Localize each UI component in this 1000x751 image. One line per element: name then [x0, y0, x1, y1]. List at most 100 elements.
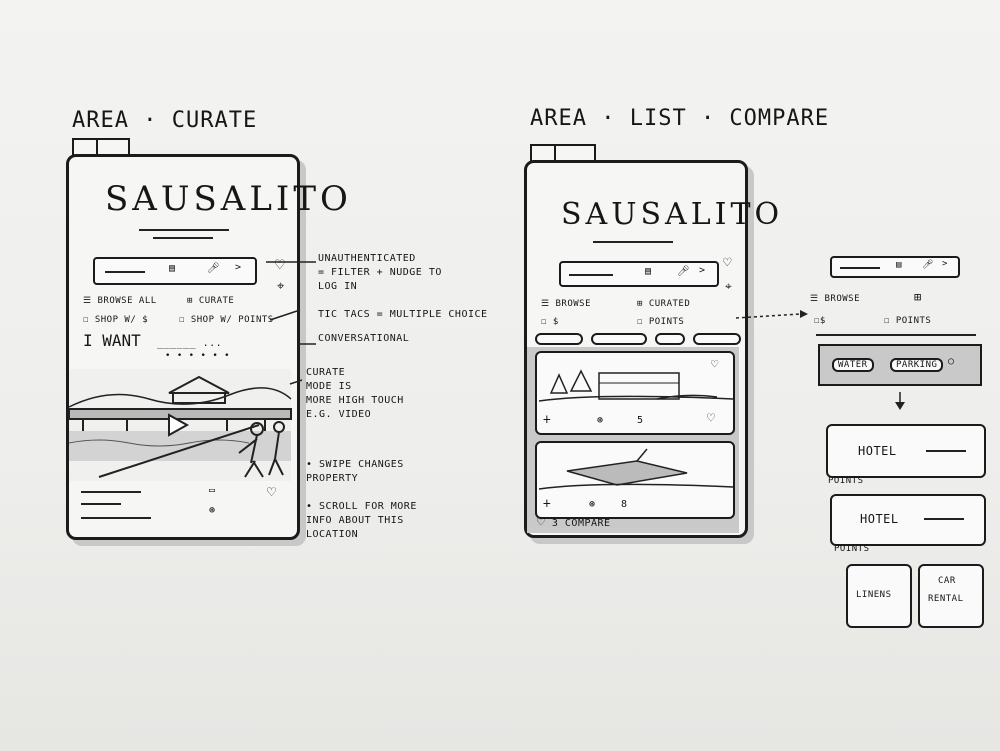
cash-checkbox[interactable]: ☐ $	[541, 317, 559, 327]
car-icon: ⊛	[589, 499, 596, 510]
linens-card[interactable]: LINENS	[846, 564, 912, 628]
location-pin-icon[interactable]: ⌖	[725, 279, 732, 293]
i-want-label: I WANT	[83, 331, 141, 350]
right-brand-underline	[593, 241, 673, 243]
detail-filter-bar[interactable]: ▤ 🎤︎ >	[830, 256, 960, 278]
option-pill-2[interactable]	[591, 333, 647, 345]
calendar-icon[interactable]: ▤	[169, 263, 176, 274]
conversational-input[interactable]: I WANT ______ ...	[83, 331, 223, 350]
browse-button[interactable]: ☰ BROWSE	[541, 299, 591, 309]
checkbox-icon[interactable]: ☐$	[814, 316, 826, 326]
browse-all-label: BROWSE ALL	[97, 296, 157, 306]
note-scroll: • SCROLL FOR MORE INFO ABOUT THIS LOCATI…	[306, 501, 417, 540]
shop-cash-checkbox[interactable]: ☐ SHOP W/ $	[83, 315, 148, 325]
filter-text-line	[569, 274, 613, 276]
info-line-3	[81, 517, 151, 519]
option-pill-3[interactable]	[655, 333, 685, 345]
right-filter-bar[interactable]: ▤ 🎤︎ >	[559, 261, 719, 287]
detail-points-label: POINTS	[895, 316, 932, 326]
points-label: POINTS	[648, 317, 685, 327]
left-heading: AREA · CURATE	[72, 108, 258, 133]
detail-browse-button[interactable]: ☰ BROWSE	[810, 294, 860, 304]
note-swipe: • SWIPE CHANGES PROPERTY	[306, 459, 404, 484]
checkbox-icon: ☐	[179, 315, 185, 325]
circle-icon[interactable]: ○	[948, 356, 955, 367]
property-card-1[interactable]: ♡ ⵜ ⊛ 5 ♡	[535, 351, 735, 435]
car-rental-label-2: RENTAL	[928, 594, 964, 604]
note-conversational: CONVERSATIONAL	[318, 333, 410, 344]
left-brand-underline-2	[153, 237, 213, 239]
right-brand-title: SAUSALITO	[561, 197, 784, 232]
chevron-right-icon[interactable]: >	[942, 259, 948, 269]
note-unauthenticated: UNAUTHENTICATED = FILTER + NUDGE TO LOG …	[318, 253, 442, 292]
curate-label: CURATE	[198, 296, 235, 306]
car-rental-label-1: CAR	[938, 576, 956, 586]
heart-icon: ♡	[537, 515, 546, 530]
hotel-1-line	[926, 450, 966, 452]
left-filter-bar[interactable]: ▤ 🎤︎ >	[93, 257, 257, 285]
hotel-1-tag: POINTS	[828, 476, 864, 486]
filter-text-line	[105, 271, 145, 273]
linens-label: LINENS	[856, 590, 892, 600]
bed-icon: ⵜ	[543, 499, 552, 510]
mic-icon[interactable]: 🎤︎	[207, 263, 221, 274]
property-illustration-1	[538, 369, 734, 402]
shop-cash-label: SHOP W/ $	[94, 315, 149, 325]
curate-button[interactable]: ⊞ CURATE	[187, 296, 234, 306]
parking-chip[interactable]: PARKING	[890, 358, 944, 372]
favorite-icon[interactable]: ♡	[267, 483, 277, 501]
curate-video[interactable]	[68, 369, 292, 481]
favorite-icon[interactable]: ♡	[711, 357, 719, 371]
water-chip[interactable]: WATER	[832, 358, 874, 372]
card-2-count: 8	[621, 499, 628, 510]
option-pill-1[interactable]	[535, 333, 583, 345]
option-pill-4[interactable]	[693, 333, 741, 345]
grid-icon: ⊞	[637, 299, 643, 309]
mic-icon[interactable]: 🎤︎	[922, 260, 934, 270]
curated-label: CURATED	[648, 299, 691, 309]
favorite-icon-bottom[interactable]: ♡	[707, 411, 715, 426]
car-rental-card[interactable]: CAR RENTAL	[918, 564, 984, 628]
heart-icon[interactable]: ♡	[723, 255, 732, 271]
detail-filter-panel: WATER PARKING ○	[818, 344, 982, 386]
info-line-1	[81, 491, 141, 493]
chevron-right-icon[interactable]: >	[699, 265, 706, 276]
bed-icon: ▭	[209, 485, 216, 496]
video-illustration	[68, 375, 292, 478]
property-card-2[interactable]: ⵜ ⊛ 8	[535, 441, 735, 519]
curated-button[interactable]: ⊞ CURATED	[637, 299, 690, 309]
car-icon: ⊛	[209, 505, 216, 516]
list-icon: ☰	[810, 294, 819, 304]
right-phone-frame: SAUSALITO ▤ 🎤︎ > ♡ ⌖ ☰ BROWSE ⊞ CURATED …	[524, 160, 779, 538]
location-pin-icon[interactable]: ⌖	[277, 279, 285, 294]
compare-label: 3 COMPARE	[551, 518, 611, 529]
mic-icon[interactable]: 🎤︎	[677, 266, 691, 277]
hotel-2-line	[924, 518, 964, 520]
heart-icon[interactable]: ♡	[275, 255, 285, 274]
note-tic-tacs: TIC TACS = MULTIPLE CHOICE	[318, 309, 488, 320]
detail-points-checkbox[interactable]: ☐ POINTS	[884, 316, 931, 326]
browse-all-button[interactable]: ☰ BROWSE ALL	[83, 296, 157, 306]
hotel-2-tag: POINTS	[834, 544, 870, 554]
points-checkbox[interactable]: ☐ POINTS	[637, 317, 684, 327]
calendar-icon[interactable]: ▤	[896, 260, 902, 270]
calendar-icon[interactable]: ▤	[645, 266, 652, 277]
left-phone-frame: SAUSALITO ▤ 🎤︎ > ♡ ⌖ ☰ BROWSE ALL ⊞ CURA…	[66, 154, 348, 540]
detail-browse-label: BROWSE	[824, 294, 861, 304]
tic-tac-options[interactable]: • • • • • •	[165, 351, 231, 361]
hotel-card-1[interactable]: HOTEL	[826, 424, 986, 478]
checkbox-icon: ☐	[637, 317, 643, 327]
compare-button[interactable]: ♡ 3 COMPARE	[537, 515, 611, 530]
chevron-right-icon[interactable]: >	[235, 262, 242, 273]
grid-icon[interactable]: ⊞	[914, 290, 922, 304]
list-icon: ☰	[541, 299, 550, 309]
shop-points-label: SHOP W/ POINTS	[190, 315, 274, 325]
hotel-card-2[interactable]: HOTEL	[830, 494, 986, 546]
detail-divider	[816, 334, 976, 336]
right-tab-2	[554, 144, 596, 164]
info-line-2	[81, 503, 121, 505]
shop-points-checkbox[interactable]: ☐ SHOP W/ POINTS	[179, 315, 274, 325]
